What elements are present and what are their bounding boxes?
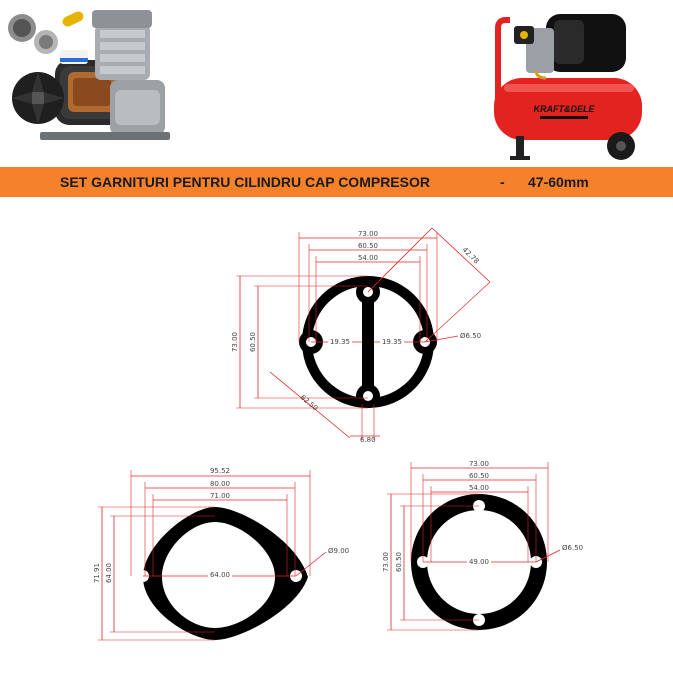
- dim-top-height: 73.00: [231, 332, 239, 352]
- gasket-round: 73.00 60.50 54.00 49.00 73.00 60.50 Ø6.5…: [382, 460, 583, 631]
- banner-size-range: 47-60mm: [528, 174, 589, 190]
- dim-top-left-offset: 19.35: [330, 338, 350, 346]
- dim-round-center-spacing: 49.00: [469, 558, 489, 566]
- dim-top-outer: 73.00: [358, 230, 378, 238]
- dim-round-hole-diameter: Ø6.50: [562, 544, 583, 552]
- banner-separator: -: [500, 174, 505, 190]
- dim-round-outer: 73.00: [469, 460, 489, 468]
- title-banner: SET GARNITURI PENTRU CILINDRU CAP COMPRE…: [0, 167, 673, 197]
- gasket-oval: 95.52 80.00 71.00 64.00 71.91 64.00 Ø9.0…: [93, 467, 349, 641]
- dim-top-height-inner: 60.50: [249, 332, 257, 352]
- gasket-top: 73.00 60.50 54.00 42.78 73.00 60.50 19.3…: [231, 227, 491, 444]
- dim-oval-hole-spacing: 80.00: [210, 480, 230, 488]
- dim-top-arc: 62.50: [299, 393, 319, 412]
- brand-label: KRAFT&DELE: [534, 104, 596, 114]
- dim-oval-inner-height: 64.00: [105, 563, 113, 583]
- dim-top-inner: 54.00: [358, 254, 378, 262]
- compressor-photo: KRAFT&DELE: [486, 8, 646, 168]
- dim-round-height-inner: 60.50: [395, 552, 403, 572]
- banner-title: SET GARNITURI PENTRU CILINDRU CAP COMPRE…: [60, 174, 430, 190]
- dim-oval-inner: 71.00: [210, 492, 230, 500]
- dim-top-right-offset: 19.35: [382, 338, 402, 346]
- compressor-illustration: [494, 14, 642, 160]
- dim-round-height: 73.00: [382, 552, 390, 572]
- dim-round-holecircle: 60.50: [469, 472, 489, 480]
- dim-oval-height: 71.91: [93, 563, 101, 583]
- dim-oval-center-spacing: 64.00: [210, 571, 230, 579]
- dim-oval-hole-diameter: Ø9.00: [328, 547, 349, 555]
- dim-top-bar-width: 6.80: [360, 436, 376, 444]
- motor-illustration: [8, 10, 170, 140]
- dim-top-hole-diameter: Ø6.50: [460, 332, 481, 340]
- technical-drawing: 73.00 60.50 54.00 42.78 73.00 60.50 19.3…: [93, 227, 583, 641]
- dim-top-holecircle: 60.50: [358, 242, 378, 250]
- dim-oval-overall: 95.52: [210, 467, 230, 475]
- dim-top-diagonal: 42.78: [461, 246, 481, 266]
- dim-round-inner: 54.00: [469, 484, 489, 492]
- pump-head-photo: [0, 0, 175, 160]
